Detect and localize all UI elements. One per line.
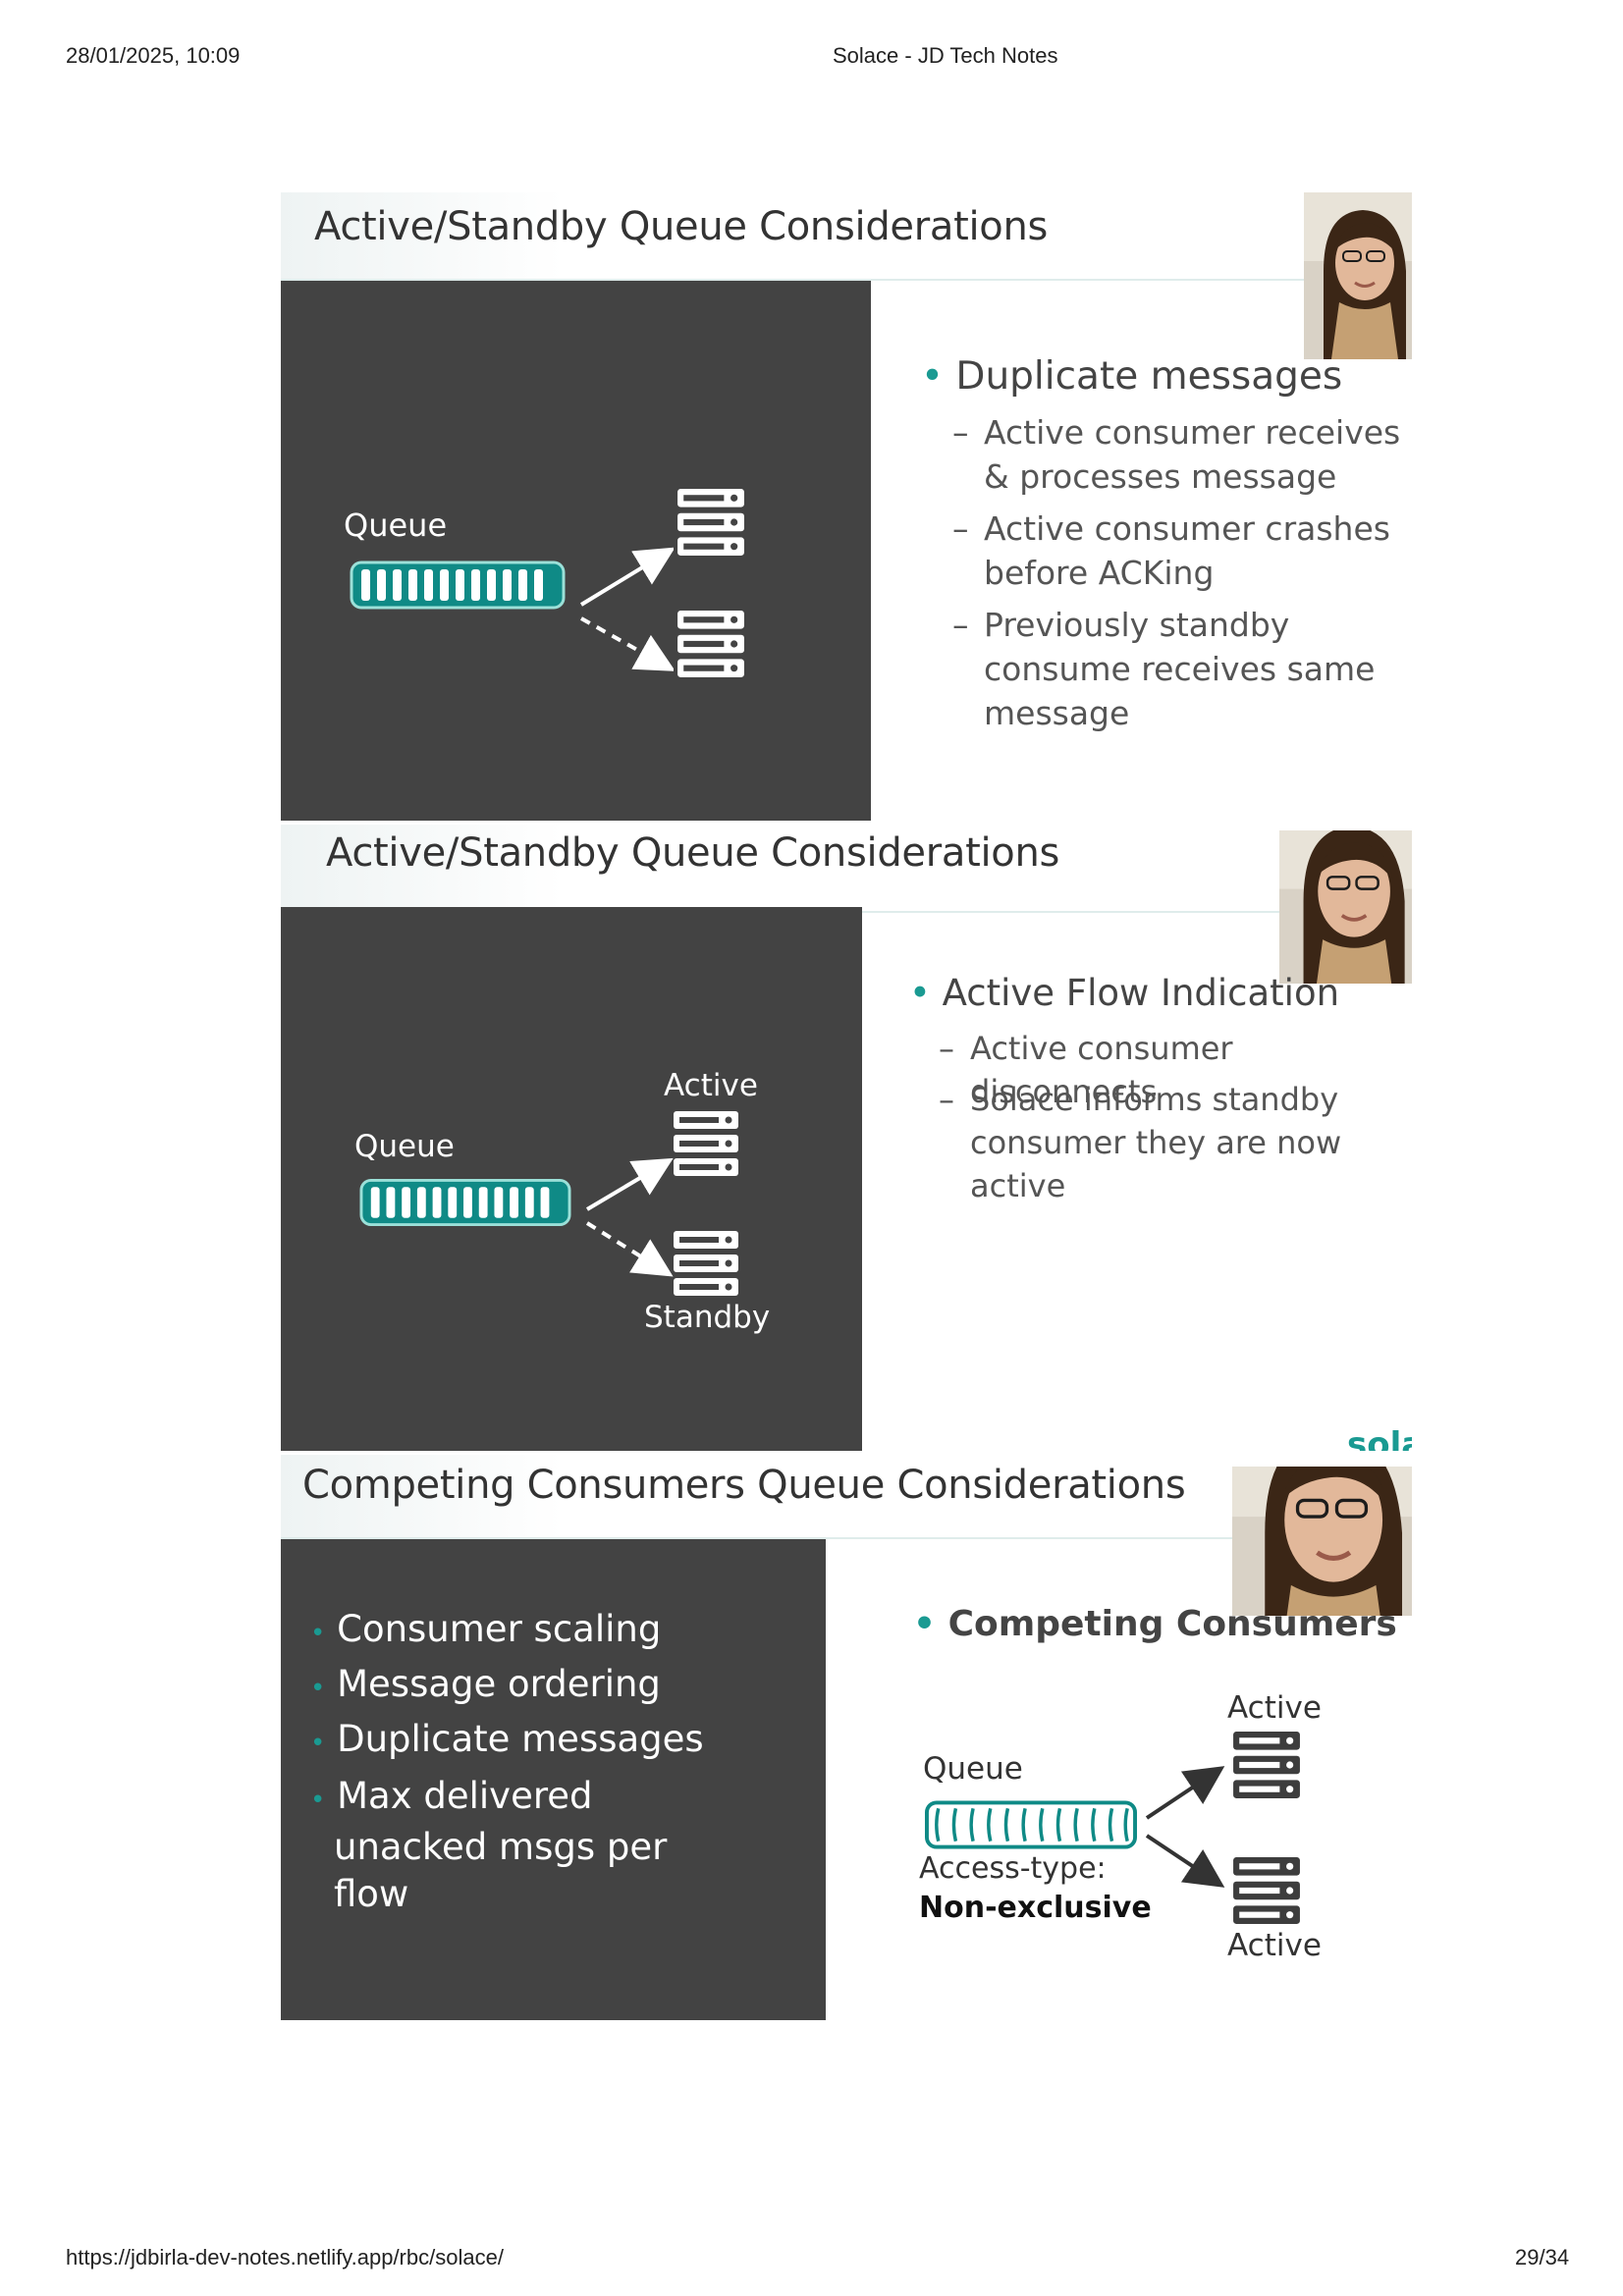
slide-1-title: Active/Standby Queue Considerations: [314, 204, 1049, 249]
server-icon: [672, 1109, 740, 1178]
arrows-icon: [585, 1157, 674, 1277]
print-page-number: 29/34: [1515, 2245, 1570, 2269]
bullet-main: • Duplicate messages: [921, 354, 1343, 399]
sub-bullet: –Active consumer crashes before ACKing: [952, 509, 1390, 592]
solace-logo-fragment: sola: [1347, 1425, 1412, 1451]
slide-3-title: Competing Consumers Queue Considerations: [302, 1463, 1186, 1508]
slide-1-titlebar: [281, 192, 1412, 281]
slide-2-diagram-panel: Active Queue Standby: [281, 907, 862, 1451]
queue-label: Queue: [344, 507, 448, 544]
queue-icon: [350, 561, 566, 610]
slide-2-title: Active/Standby Queue Considerations: [326, 830, 1060, 876]
print-url: https://jdbirla-dev-notes.netlify.app/rb…: [66, 2245, 504, 2269]
queue-label: Queue: [923, 1751, 1023, 1787]
sub-bullet: –Previously standby consume receives sam…: [952, 606, 1376, 732]
access-type-label: Access-type:: [919, 1851, 1107, 1886]
presenter-photo: [1279, 830, 1412, 984]
standby-label: Standby: [644, 1300, 771, 1335]
print-datetime: 28/01/2025, 10:09: [66, 43, 241, 68]
sub-bullet: –Active consumer receives & processes me…: [952, 413, 1401, 496]
slide-1-diagram-panel: Queue: [281, 281, 871, 821]
arrows-icon: [1145, 1766, 1225, 1888]
server-icon: [676, 609, 746, 679]
left-bullet: • Max delivered unacked msgs per flow: [310, 1775, 668, 1915]
slide-3: Competing Consumers Queue Considerations…: [281, 1455, 1412, 2020]
presenter-photo: [1232, 1467, 1412, 1616]
queue-icon: [359, 1178, 571, 1227]
left-bullet: • Message ordering: [310, 1663, 661, 1705]
queue-icon: [925, 1800, 1137, 1849]
queue-label: Queue: [354, 1129, 455, 1164]
arrows-icon: [579, 547, 674, 671]
sub-bullet: –Active consumer disconnects: [939, 1030, 1233, 1110]
print-page-title: Solace - JD Tech Notes: [833, 43, 1058, 68]
left-bullet: • Consumer scaling: [310, 1608, 662, 1650]
server-icon: [1231, 1855, 1302, 1926]
active-label: Active: [1227, 1928, 1322, 1963]
bullet-main: • Competing Consumers: [913, 1604, 1397, 1644]
slide-3-bullets-panel: • Consumer scaling • Message ordering • …: [281, 1539, 826, 2020]
active-label: Active: [1227, 1690, 1322, 1726]
slide-3-titlebar: [281, 1455, 1412, 1539]
slide-2: Active/Standby Queue Considerations Acti…: [281, 825, 1412, 1451]
server-icon: [672, 1229, 740, 1298]
bullet-main: • Active Flow Indication: [909, 972, 1340, 1014]
presenter-photo: [1304, 192, 1412, 359]
access-type-value: Non-exclusive: [919, 1891, 1152, 1925]
server-icon: [1231, 1730, 1302, 1800]
active-label: Active: [664, 1068, 758, 1103]
slide-1: Active/Standby Queue Considerations Queu…: [281, 192, 1412, 821]
slide-2-titlebar: [281, 825, 1412, 913]
left-bullet: • Duplicate messages: [310, 1718, 704, 1760]
server-icon: [676, 487, 746, 558]
sub-bullet: –Solace informs standby consumer they ar…: [939, 1081, 1342, 1204]
